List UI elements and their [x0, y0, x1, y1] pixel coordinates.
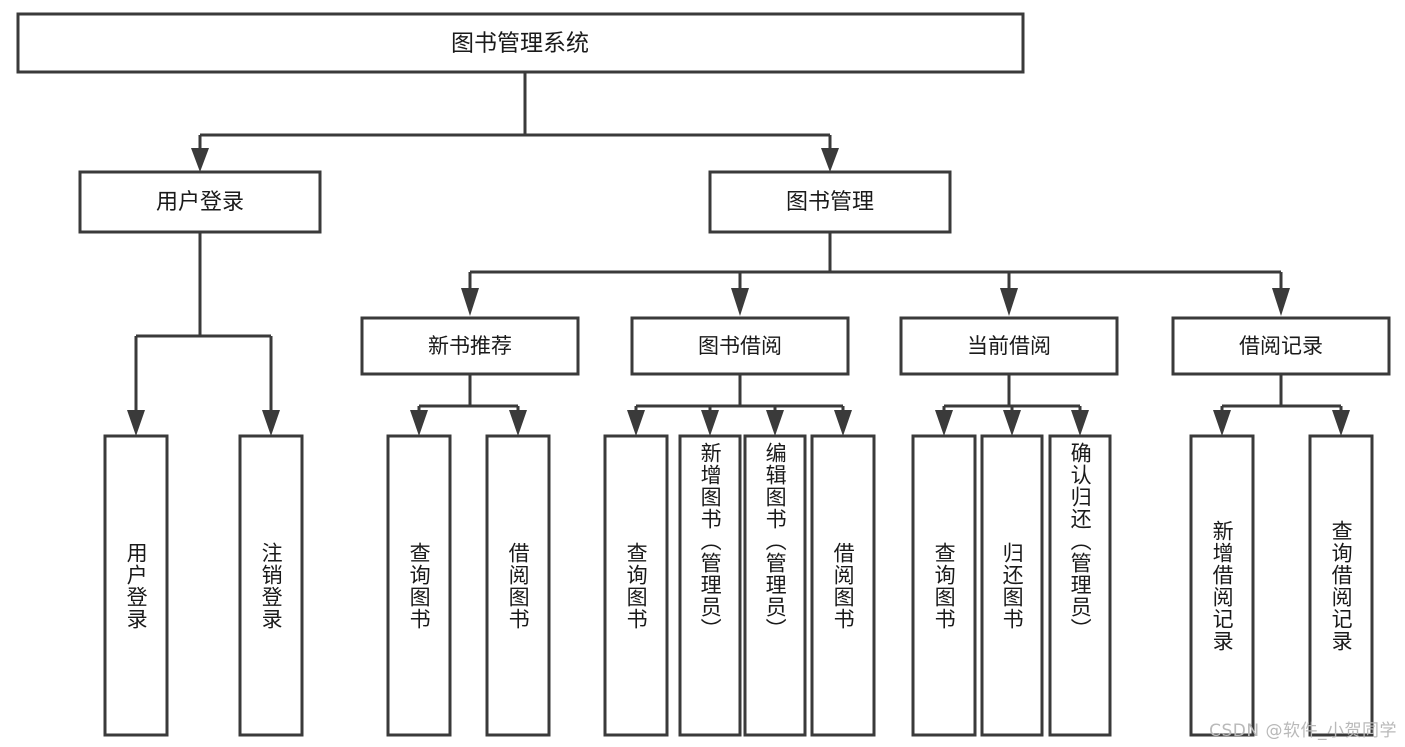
node-borrow-record-label: 借阅记录 [1239, 334, 1323, 358]
leaf-box-return-book [980, 434, 1044, 737]
leaf-box-query-book-3 [911, 434, 977, 737]
leaf-box-add-record [1189, 434, 1255, 737]
node-new-book-recommend-label: 新书推荐 [428, 334, 512, 358]
connector-newbook-to-leaves [410, 374, 527, 436]
leaf-boxes [103, 434, 1374, 737]
connector-userlogin-to-leaves [127, 232, 280, 436]
connector-bookmgmt-to-level3 [461, 232, 1290, 316]
leaf-box-add-book [678, 434, 742, 737]
leaf-box-query-record [1308, 434, 1374, 737]
connector-current-to-leaves [935, 374, 1089, 436]
node-current-borrow[interactable]: 当前借阅 [899, 316, 1119, 376]
node-user-login-label: 用户登录 [156, 190, 244, 215]
leaf-box-query-book-1 [386, 434, 452, 737]
connector-record-to-leaves [1213, 374, 1350, 436]
leaf-box-edit-book [743, 434, 807, 737]
leaf-box-borrow-book-2 [810, 434, 876, 737]
connector-borrow-to-leaves [627, 374, 852, 436]
leaf-box-borrow-book-1 [485, 434, 551, 737]
node-book-borrow[interactable]: 图书借阅 [630, 316, 850, 376]
node-new-book-recommend[interactable]: 新书推荐 [360, 316, 580, 376]
leaf-box-logout [238, 434, 304, 737]
leaf-box-confirm-return [1048, 434, 1112, 737]
leaf-box-user-login [103, 434, 169, 737]
node-borrow-record[interactable]: 借阅记录 [1171, 316, 1391, 376]
node-book-management-label: 图书管理 [786, 190, 874, 215]
node-root[interactable]: 图书管理系统 [16, 12, 1025, 74]
watermark-text: CSDN @软件_小贺同学 [1209, 721, 1397, 741]
leaf-box-query-book-2 [603, 434, 669, 737]
connector-root-to-level2 [191, 72, 839, 172]
node-book-management[interactable]: 图书管理 [708, 170, 952, 234]
node-root-label: 图书管理系统 [451, 31, 589, 57]
node-book-borrow-label: 图书借阅 [698, 334, 782, 358]
node-current-borrow-label: 当前借阅 [967, 334, 1051, 358]
node-user-login[interactable]: 用户登录 [78, 170, 322, 234]
